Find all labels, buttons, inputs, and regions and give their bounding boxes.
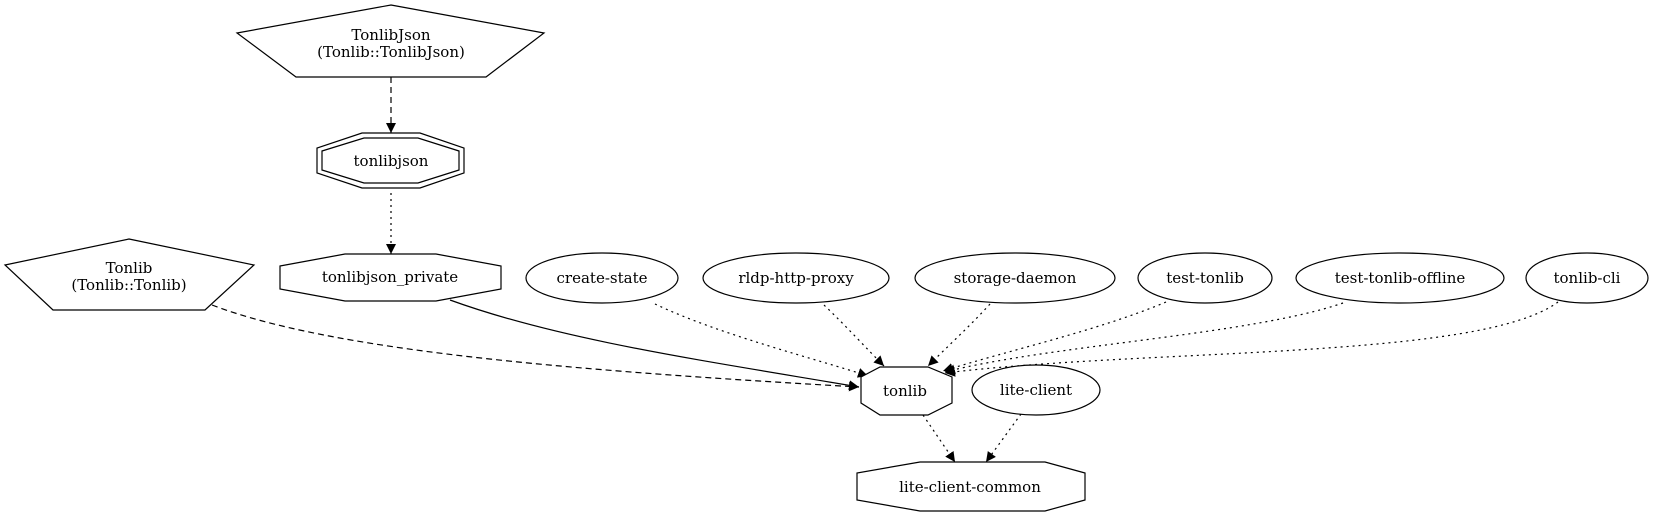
pentagon-shape — [3, 238, 256, 311]
ellipse-shape — [971, 364, 1101, 416]
node-label-line-2: (Tonlib::TonlibJson) — [317, 43, 465, 61]
edge-lite-client-to-lite-client-common — [985, 413, 1022, 463]
edge-tonlib-target-to-tonlib — [211, 304, 860, 392]
node-label: tonlib-cli — [1554, 269, 1621, 287]
node-lite-client[interactable]: lite-client — [971, 364, 1101, 416]
node-tonlibjson[interactable]: tonlibjson — [316, 132, 465, 189]
octagon-shape — [856, 461, 1086, 512]
node-label-line-2: (Tonlib::Tonlib) — [71, 276, 186, 294]
ellipse-shape — [1295, 252, 1505, 304]
edges — [211, 77, 1559, 463]
node-label-line-1: TonlibJson — [351, 26, 430, 44]
node-tonlib[interactable]: tonlib — [860, 366, 953, 416]
node-label: lite-client-common — [899, 478, 1041, 496]
edge-rldp-http-proxy-to-tonlib — [823, 304, 885, 367]
pentagon-shape — [235, 4, 546, 78]
node-lite-client-common[interactable]: lite-client-common — [856, 461, 1086, 512]
node-label: tonlibjson — [354, 152, 429, 170]
ellipse-shape — [914, 252, 1116, 304]
node-rldp-http-proxy[interactable]: rldp-http-proxy — [702, 252, 890, 304]
node-label: lite-client — [1000, 381, 1072, 399]
node-label: storage-daemon — [954, 269, 1077, 287]
node-create-state[interactable]: create-state — [525, 252, 679, 304]
octagon-shape — [860, 366, 953, 416]
node-label: tonlib — [883, 382, 927, 400]
node-label: rldp-http-proxy — [738, 269, 854, 287]
ellipse-shape — [525, 252, 679, 304]
ellipse-shape — [702, 252, 890, 304]
edge-tonlibjson-private-to-tonlib — [449, 299, 860, 391]
edge-tonlib-cli-to-tonlib — [944, 301, 1559, 377]
node-test-tonlib-offline[interactable]: test-tonlib-offline — [1295, 252, 1505, 304]
node-tonlib-target[interactable]: Tonlib (Tonlib::Tonlib) — [3, 238, 256, 311]
hexagon-shape — [279, 253, 502, 302]
ellipse-shape — [1525, 252, 1649, 304]
edge-test-tonlib-offline-to-tonlib — [944, 302, 1344, 375]
edge-create-state-to-tonlib — [654, 303, 869, 378]
edge-storage-daemon-to-tonlib — [927, 303, 991, 367]
edge-tonlib-to-lite-client-common — [922, 414, 956, 463]
node-test-tonlib[interactable]: test-tonlib — [1137, 252, 1273, 304]
node-label-line-1: Tonlib — [106, 259, 153, 277]
edge-test-tonlib-to-tonlib — [942, 301, 1167, 373]
node-storage-daemon[interactable]: storage-daemon — [914, 252, 1116, 304]
node-tonlibjson-private[interactable]: tonlibjson_private — [279, 253, 502, 302]
node-tonlib-cli[interactable]: tonlib-cli — [1525, 252, 1649, 304]
node-label: tonlibjson_private — [322, 268, 458, 286]
node-tonlibjson-target[interactable]: TonlibJson (Tonlib::TonlibJson) — [235, 4, 546, 78]
node-label: test-tonlib — [1166, 269, 1244, 287]
ellipse-shape — [1137, 252, 1273, 304]
octagon-inner-shape — [321, 137, 460, 184]
node-label: create-state — [557, 269, 648, 287]
node-label: test-tonlib-offline — [1335, 269, 1466, 287]
